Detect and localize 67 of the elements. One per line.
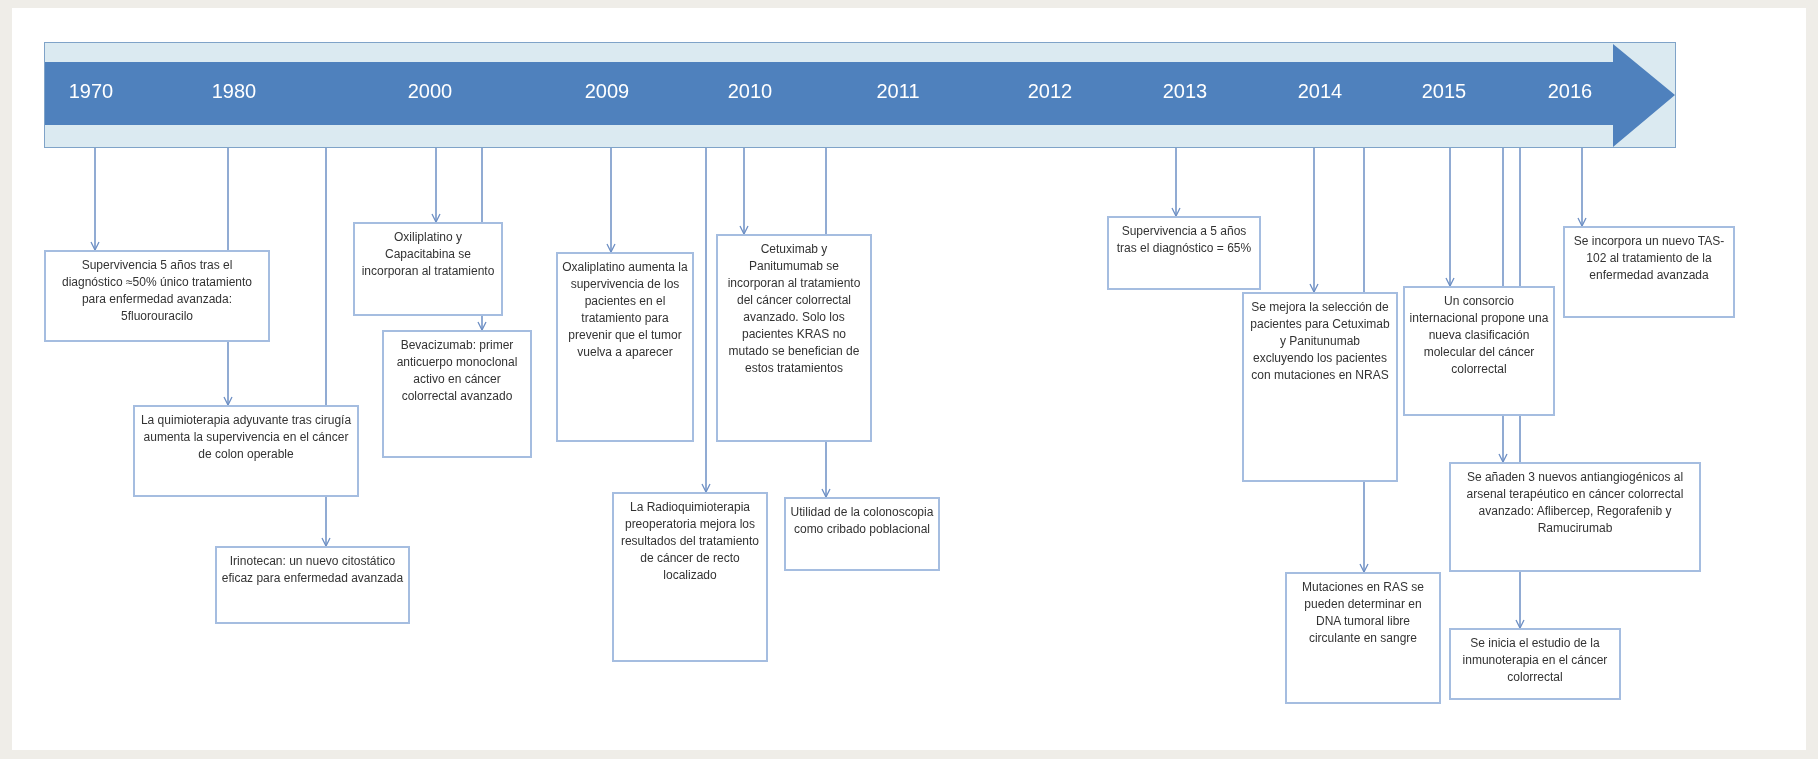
event-text: Supervivencia 5 años tras el diagnóstico ≈50% único tratamiento para enfermedad avanzada: 5fluorouracilo bbox=[61, 257, 253, 325]
connector-line bbox=[1519, 415, 1521, 463]
event-box bbox=[1107, 216, 1261, 290]
connector-line bbox=[1519, 147, 1521, 287]
arrow bbox=[321, 496, 331, 547]
event-box bbox=[1242, 292, 1398, 482]
arrow bbox=[1515, 571, 1525, 629]
connector-line bbox=[825, 147, 827, 235]
event-box bbox=[1449, 628, 1621, 700]
event-box bbox=[1285, 572, 1441, 704]
year-label: 1980 bbox=[211, 79, 257, 103]
event-box bbox=[1449, 462, 1701, 572]
arrow bbox=[477, 315, 487, 331]
event-text: Cetuximab y Panitumumab se incorporan al tratamiento del cáncer colorrectal avanzado. Solo los pacientes KRAS no mutado se benefician de estos tratamientos bbox=[726, 241, 862, 377]
event-text: Se inicia el estudio de la inmunoterapia en el cáncer colorrectal bbox=[1461, 635, 1609, 686]
event-text: Irinotecan: un nuevo citostático eficaz para enfermedad avanzada bbox=[221, 553, 404, 587]
event-text: Utilidad de la colonoscopia como cribado poblacional bbox=[790, 504, 934, 538]
year-label: 2013 bbox=[1162, 79, 1208, 103]
year-label: 2000 bbox=[407, 79, 453, 103]
arrow bbox=[1498, 415, 1508, 463]
year-label: 2016 bbox=[1547, 79, 1593, 103]
year-label: 1970 bbox=[68, 79, 114, 103]
event-text: Se añaden 3 nuevos antiangiogénicos al arsenal terapéutico en cáncer colorrectal avanzado: Aflibercep, Regorafenib y Ramucirumab bbox=[1465, 469, 1685, 537]
event-text: La quimioterapia adyuvante tras cirugía aumenta la supervivencia en el cáncer de colon operable bbox=[139, 412, 353, 463]
arrow bbox=[1445, 147, 1455, 287]
event-text: Oxaliplatino aumenta la supervivencia de los pacientes en el tratamiento para prevenir que el tumor vuelva a aparecer bbox=[562, 259, 688, 361]
connector-line bbox=[1502, 147, 1504, 287]
arrow bbox=[606, 147, 616, 253]
event-text: Un consorcio internacional propone una nueva clasificación molecular del cáncer colorrectal bbox=[1409, 293, 1549, 378]
year-label: 2012 bbox=[1027, 79, 1073, 103]
event-box bbox=[716, 234, 872, 442]
event-box bbox=[1563, 226, 1735, 318]
event-box bbox=[44, 250, 270, 342]
arrow bbox=[739, 147, 749, 235]
event-box bbox=[556, 252, 694, 442]
connector-line bbox=[481, 147, 483, 223]
arrow bbox=[223, 341, 233, 406]
arrow bbox=[1309, 147, 1319, 293]
arrow bbox=[431, 147, 441, 223]
year-label: 2014 bbox=[1297, 79, 1343, 103]
year-label: 2009 bbox=[584, 79, 630, 103]
event-text: La Radioquimioterapia preoperatoria mejora los resultados del tratamiento de cáncer de recto localizado bbox=[619, 499, 761, 584]
event-text: Mutaciones en RAS se pueden determinar en DNA tumoral libre circulante en sangre bbox=[1300, 579, 1426, 647]
arrow bbox=[1171, 147, 1181, 217]
connector-line bbox=[1363, 147, 1365, 293]
event-text: Se incorpora un nuevo TAS-102 al tratamiento de la enfermedad avanzada bbox=[1572, 233, 1726, 284]
connector-line bbox=[325, 147, 327, 406]
year-label: 2015 bbox=[1421, 79, 1467, 103]
event-box bbox=[133, 405, 359, 497]
event-box bbox=[215, 546, 410, 624]
event-text: Se mejora la selección de pacientes para Cetuximab y Panitunumab excluyendo los pacientes con mutaciones en NRAS bbox=[1249, 299, 1391, 384]
event-text: Supervivencia a 5 años tras el diagnóstico = 65% bbox=[1115, 223, 1253, 257]
event-box bbox=[612, 492, 768, 662]
event-text: Bevacizumab: primer anticuerpo monoclonal activo en cáncer colorrectal avanzado bbox=[395, 337, 519, 405]
arrow bbox=[1359, 481, 1369, 573]
event-box bbox=[353, 222, 503, 316]
arrow bbox=[90, 147, 100, 251]
arrow bbox=[701, 147, 711, 493]
event-box bbox=[784, 497, 940, 571]
year-label: 2010 bbox=[727, 79, 773, 103]
event-box bbox=[382, 330, 532, 458]
arrow bbox=[821, 441, 831, 498]
event-box bbox=[1403, 286, 1555, 416]
event-text: Oxiliplatino y Capacitabina se incorporan al tratamiento bbox=[360, 229, 496, 280]
arrow bbox=[1577, 147, 1587, 227]
year-label: 2011 bbox=[876, 79, 920, 103]
connector-line bbox=[227, 147, 229, 251]
